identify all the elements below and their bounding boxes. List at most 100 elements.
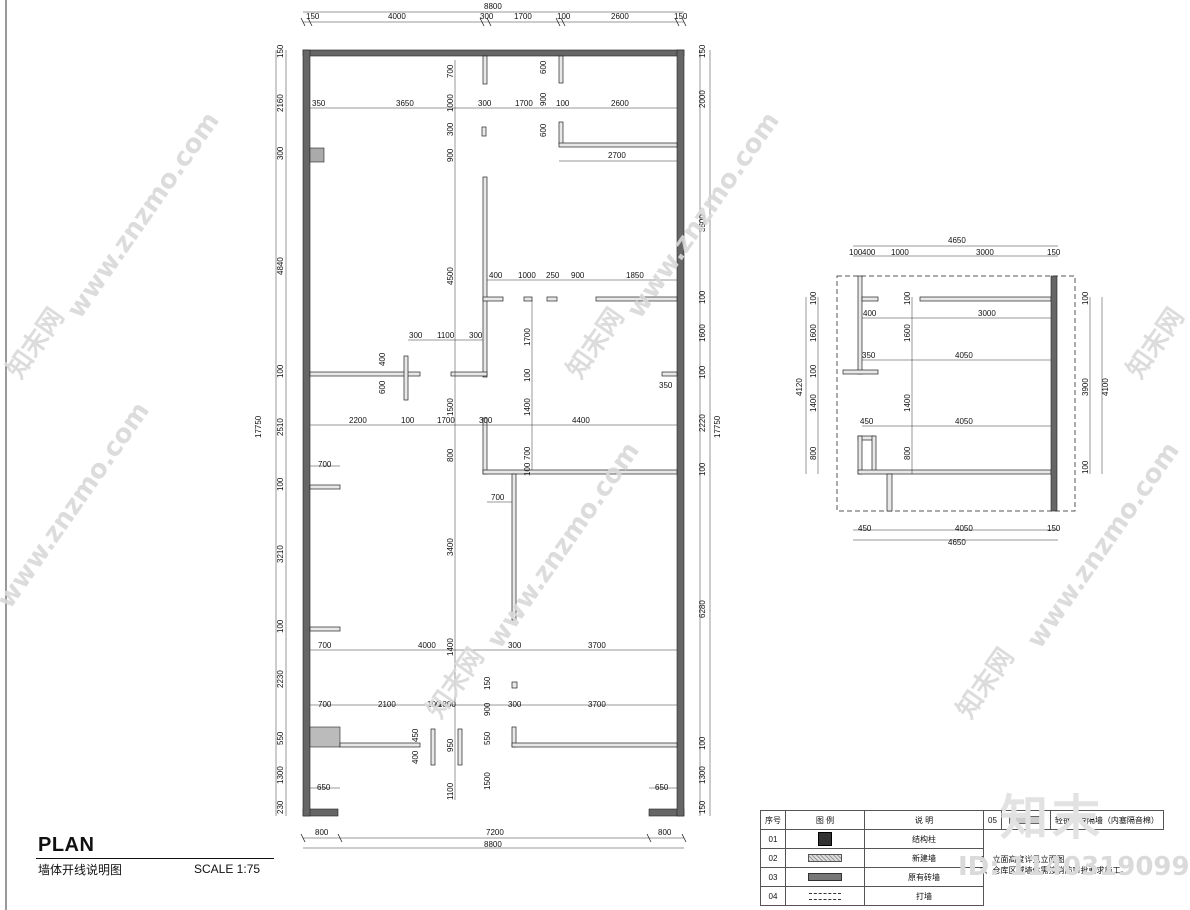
dim-inner: 350 — [659, 381, 673, 390]
dim-left-seg: 2510 — [276, 418, 285, 436]
dim-top-total: 8800 — [484, 2, 502, 11]
legend-no: 03 — [760, 867, 786, 887]
dim-inner-v: 300 — [446, 122, 455, 136]
dim-inner-v: 700 — [446, 64, 455, 78]
legend-no-05: 05 — [983, 810, 1002, 830]
dimension-lines — [275, 11, 711, 849]
detail-dim-v: 800 — [903, 446, 912, 460]
dim-left-seg: 150 — [276, 44, 285, 58]
detail-dim-v: 100 — [1081, 460, 1090, 474]
legend-col-symbol: 图 例 — [785, 810, 865, 830]
dim-left-seg: 300 — [276, 146, 285, 160]
structural-column — [309, 726, 341, 748]
dim-bottom-0: 800 — [315, 828, 329, 837]
dim-inner-v: 1000 — [446, 94, 455, 112]
detail-dim: 3000 — [978, 309, 996, 318]
legend-col-desc: 说 明 — [864, 810, 984, 830]
dim-inner-v: 800 — [446, 448, 455, 462]
detail-dim-v: 800 — [809, 446, 818, 460]
dim-inner: 1700 — [515, 99, 533, 108]
detail-dim-v: 1600 — [809, 324, 818, 342]
dim-left-seg: 100 — [276, 364, 285, 378]
dim-right-seg: 100 — [698, 736, 707, 750]
dim-right-seg: 100 — [698, 462, 707, 476]
dim-inner: 650 — [655, 783, 669, 792]
old-wall-icon — [808, 873, 842, 882]
dim-inner-v: 600 — [378, 380, 387, 394]
right-wall — [676, 49, 685, 817]
dim-inner: 700 — [318, 460, 332, 469]
dim-right-seg: 6280 — [698, 600, 707, 618]
dim-right-seg: 2220 — [698, 414, 707, 432]
dim-inner-v: 900 — [539, 92, 548, 106]
dim-inner-v: 1400 — [446, 638, 455, 656]
dim-left-seg: 230 — [276, 800, 285, 814]
dim-left-seg: 2160 — [276, 94, 285, 112]
light-steel-wall-icon — [1008, 816, 1043, 825]
detail-dim: 150 — [1047, 524, 1061, 533]
brand-logo-watermark: 知末 — [1000, 790, 1105, 846]
dim-inner-v: 450 — [411, 728, 420, 742]
legend-row: 02 新建墙 — [760, 848, 1164, 868]
dim-inner-v: 700 — [523, 446, 532, 460]
dim-right-seg: 100 — [698, 290, 707, 304]
dim-inner: 700 — [318, 641, 332, 650]
dim-top-5: 2600 — [611, 12, 629, 21]
plan-scale: SCALE 1:75 — [194, 862, 261, 876]
legend-symbol — [785, 867, 865, 887]
plan-subtitle: 墙体开线说明图 — [38, 863, 123, 877]
dim-inner-v: 600 — [539, 123, 548, 137]
dim-right-seg: 1300 — [698, 766, 707, 784]
dim-right-seg: 1600 — [698, 324, 707, 342]
watermark-text: www.znzmo.com — [481, 437, 646, 654]
dim-inner: 4000 — [418, 641, 436, 650]
dim-inner: 650 — [317, 783, 331, 792]
watermark-text: 知末网 — [1, 303, 70, 384]
dim-inner: 4400 — [572, 416, 590, 425]
dim-inner: 1000 — [518, 271, 536, 280]
dim-inner-v: 600 — [539, 60, 548, 74]
dim-inner: 300 — [508, 700, 522, 709]
dim-inner-v: 3400 — [446, 538, 455, 556]
dim-left-seg: 2230 — [276, 670, 285, 688]
dim-inner: 250 — [546, 271, 560, 280]
dim-bottom-1: 7200 — [486, 828, 504, 837]
dim-inner: 400 — [489, 271, 503, 280]
dim-bottom-2: 800 — [658, 828, 672, 837]
left-dims: 17750 150 2160 300 4840 100 2510 100 321… — [254, 44, 285, 814]
watermark-text: www.znzmo.com — [61, 107, 226, 324]
dim-inner-v: 1500 — [446, 398, 455, 416]
dim-inner-v: 950 — [446, 738, 455, 752]
dim-inner-v: 1700 — [523, 328, 532, 346]
detail-dim-v: 1600 — [903, 324, 912, 342]
dim-inner: 300 — [469, 331, 483, 340]
watermark-text: 知末网 — [1121, 303, 1190, 384]
dim-inner: 2700 — [608, 151, 626, 160]
dim-inner-v: 400 — [378, 352, 387, 366]
plan-title: PLAN — [38, 834, 95, 856]
interior-dims: 350 3650 300 1700 100 2600 2700 400 1000… — [312, 99, 673, 792]
legend-no: 04 — [760, 886, 786, 906]
top-wall — [302, 49, 685, 57]
dim-inner: 100 — [401, 416, 415, 425]
main-plan: 150 4000 300 1700 100 2600 150 8800 800 … — [254, 2, 722, 849]
new-wall-icon — [808, 854, 842, 863]
dim-inner: 1100 — [437, 331, 455, 340]
legend-col-no: 序号 — [760, 810, 786, 830]
dim-inner-v: 4500 — [446, 267, 455, 285]
detail-dim-v: 100 — [903, 291, 912, 305]
dim-inner-v: 150 — [483, 676, 492, 690]
partitions — [309, 55, 678, 766]
detail-wall — [1050, 275, 1058, 512]
dim-inner-v: 100 — [523, 368, 532, 382]
detail-dim-total: 4650 — [948, 236, 966, 245]
legend-no: 01 — [760, 829, 786, 849]
note-line: 2、仓库区域墙体需按消防审批要求施工。 — [980, 866, 1129, 875]
detail-dim-v: 1400 — [903, 394, 912, 412]
dim-inner: 3650 — [396, 99, 414, 108]
dim-inner: 900 — [571, 271, 585, 280]
detail-dim-total: 4650 — [948, 538, 966, 547]
detail-dim: 350 — [862, 351, 876, 360]
dim-top-0: 150 — [306, 12, 320, 21]
detail-dim: 4050 — [955, 417, 973, 426]
